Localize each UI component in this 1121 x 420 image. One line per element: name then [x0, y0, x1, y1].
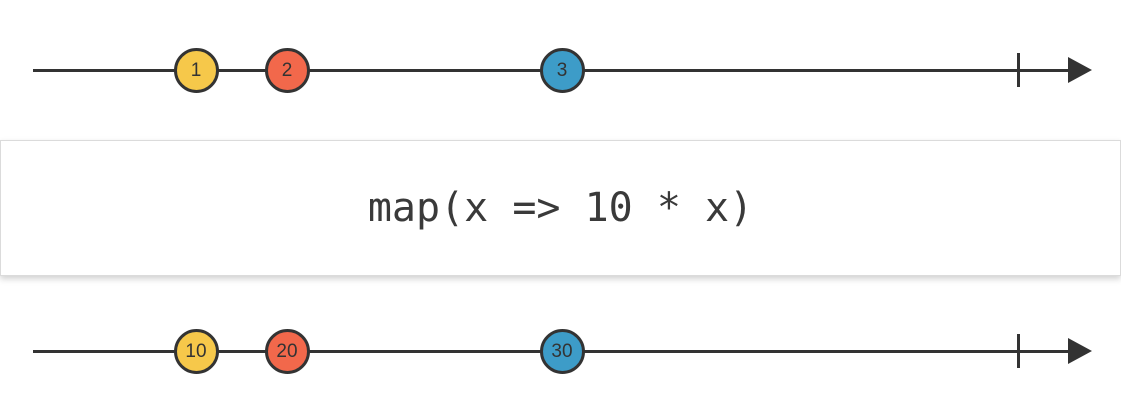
- arrowhead-icon: [1068, 57, 1092, 83]
- arrowhead-icon: [1068, 338, 1092, 364]
- input-stream-timeline: 1 2 3: [0, 0, 1121, 140]
- marble-value: 2: [281, 59, 293, 81]
- operator-label: map(x => 10 * x): [367, 185, 754, 231]
- marble-value: 30: [551, 340, 573, 362]
- marble-value: 1: [190, 59, 202, 81]
- marble-output-30: 30: [539, 328, 585, 374]
- completion-tick: [1017, 334, 1020, 368]
- marble-input-2: 2: [264, 47, 310, 93]
- marble-value: 20: [276, 340, 298, 362]
- marble-input-3: 3: [539, 47, 585, 93]
- marble-input-1: 1: [173, 47, 219, 93]
- marble-output-20: 20: [264, 328, 310, 374]
- marble-output-10: 10: [173, 328, 219, 374]
- completion-tick: [1017, 53, 1020, 87]
- marble-value: 3: [556, 59, 568, 81]
- output-stream-timeline: 10 20 30: [0, 281, 1121, 420]
- operator-box: map(x => 10 * x): [0, 140, 1121, 276]
- marble-value: 10: [185, 340, 207, 362]
